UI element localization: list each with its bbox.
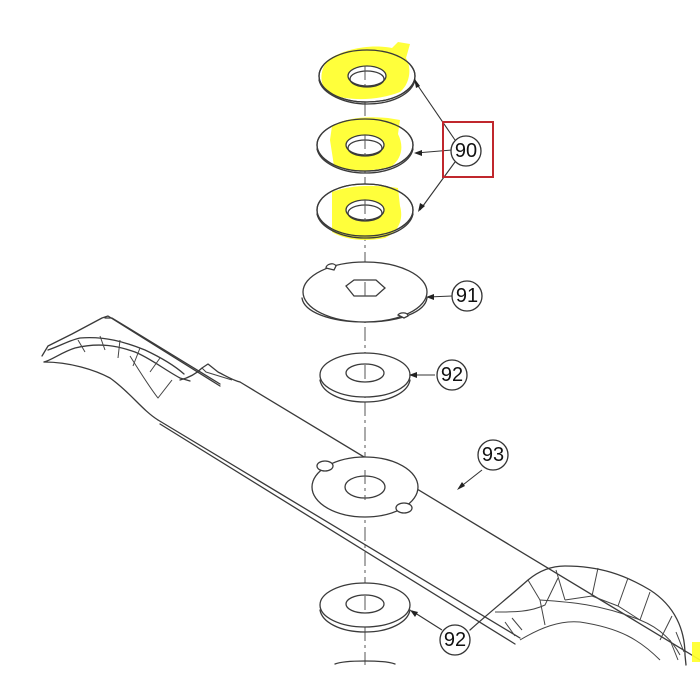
- callout-92-top-leader: [409, 372, 435, 378]
- callout-91-leader: [426, 294, 453, 300]
- callout-90-leaders: [413, 78, 456, 212]
- highlight-mark: [692, 642, 700, 662]
- washer-92-bottom[interactable]: [319, 582, 411, 665]
- mower-blade[interactable]: [41, 315, 700, 666]
- callout-91-label: 91: [456, 285, 478, 307]
- callout-92-top[interactable]: 92: [436, 359, 468, 391]
- selected-callout-box: [442, 121, 494, 178]
- callout-93-leader: [457, 469, 483, 490]
- callout-90[interactable]: 90: [450, 135, 482, 167]
- blade-center-mount: [311, 456, 419, 518]
- callout-93[interactable]: 93: [477, 439, 509, 471]
- callout-92-bottom[interactable]: 92: [439, 624, 471, 656]
- callout-91[interactable]: 91: [451, 280, 483, 312]
- callout-92-bottom-label: 92: [444, 629, 466, 651]
- callout-92-bottom-leader: [410, 610, 443, 631]
- callout-92-top-label: 92: [441, 364, 463, 386]
- callout-93-label: 93: [482, 444, 504, 466]
- callout-90-label: 90: [455, 140, 477, 162]
- bottom-crop-area: [0, 666, 700, 700]
- washer-90-top[interactable]: [318, 42, 416, 105]
